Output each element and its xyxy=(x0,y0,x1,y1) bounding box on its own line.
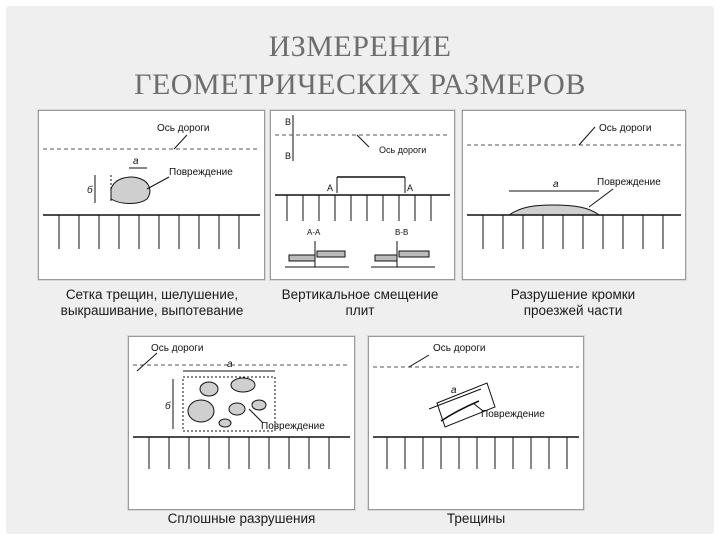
caption-line: Разрушение кромки xyxy=(510,287,636,302)
road-axis-leader xyxy=(136,352,158,372)
caption-slab-displacement: Вертикальное смещение плит xyxy=(260,287,460,319)
dim-a-label: а xyxy=(227,359,233,370)
caption-line: Вертикальное смещение xyxy=(281,287,439,302)
road-axis-label: Ось дороги xyxy=(599,123,652,134)
dim-a-label: а xyxy=(553,179,559,190)
road-axis-label: Ось дороги xyxy=(433,343,486,354)
slide-title: ИЗМЕРЕНИЕ ГЕОМЕТРИЧЕСКИХ РАЗМЕРОВ xyxy=(0,28,720,104)
scale-ticks xyxy=(148,437,330,469)
road-axis-label: Ось дороги xyxy=(379,145,426,155)
caption-cracks: Трещины xyxy=(446,511,506,526)
section-aa-drawing xyxy=(285,241,349,268)
road-axis-leader xyxy=(408,354,430,368)
section-bb-label: В-В xyxy=(395,228,408,237)
road-axis-label: Ось дороги xyxy=(157,123,210,134)
diagram-slab-displacement: В В Ось дороги А А А-А В-В xyxy=(275,115,450,268)
damage-area xyxy=(187,377,267,428)
mark-b-bottom: В xyxy=(285,151,291,161)
title-line-1: ИЗМЕРЕНИЕ xyxy=(268,30,452,63)
damage-label: Повреждение xyxy=(169,167,233,178)
damage-area xyxy=(110,176,151,204)
road-axis-leader xyxy=(173,134,188,150)
figure-panel-slab-displacement: В В Ось дороги А А А-А В-В xyxy=(270,110,455,280)
diagram-mesh-cracks: Ось дороги а б Повреждение xyxy=(43,123,260,249)
figure-panel-mesh-cracks: Ось дороги а б Повреждение xyxy=(38,110,265,280)
damage-leader xyxy=(248,408,264,424)
damage-bounds xyxy=(182,376,276,432)
damage-leader xyxy=(472,402,484,412)
caption-solid-failure: Сплошные разрушения xyxy=(167,511,316,526)
damage-leader xyxy=(146,176,170,190)
diagram-solid-failure: Ось дороги а б Повреждение xyxy=(133,343,350,469)
scale-ticks xyxy=(58,215,240,249)
section-bb-drawing xyxy=(371,241,435,268)
figure-panel-cracks: Ось дороги а Повреждение Трещины xyxy=(368,336,584,526)
scale-ticks xyxy=(482,215,664,249)
dim-b-label: б xyxy=(87,184,93,196)
title-line-2: ГЕОМЕТРИЧЕСКИХ РАЗМЕРОВ xyxy=(134,68,586,101)
caption-edge-failure: Разрушение кромки проезжей части xyxy=(468,287,678,319)
scale-ticks xyxy=(386,437,568,469)
crack-line xyxy=(440,400,480,422)
damage-area xyxy=(507,204,601,216)
diagram-edge-failure: Ось дороги а Повреждение xyxy=(467,123,681,249)
road-axis-leader xyxy=(578,126,596,146)
figure-panel-solid-failure: Ось дороги а б Повреждение Сплошные разр… xyxy=(128,336,355,526)
mark-a-right: А xyxy=(407,183,413,193)
dim-a-label: а xyxy=(451,385,457,396)
damage-leader xyxy=(588,188,614,208)
damage-label: Повреждение xyxy=(597,177,661,188)
caption-line: проезжей части xyxy=(523,303,623,318)
caption-line: плит xyxy=(345,303,375,318)
section-aa-label: А-А xyxy=(307,228,321,237)
damage-label: Повреждение xyxy=(481,409,545,420)
figure-panel-edge-failure: Ось дороги а Повреждение xyxy=(462,110,686,280)
diagram-cracks: Ось дороги а Повреждение xyxy=(373,343,579,469)
mark-b-top: В xyxy=(285,117,291,127)
scale-ticks xyxy=(286,195,432,221)
dim-b-label: б xyxy=(165,400,171,412)
caption-line: выкрашивание, выпотевание xyxy=(60,303,244,318)
damage-label: Повреждение xyxy=(261,421,325,432)
road-axis-label: Ось дороги xyxy=(151,343,204,354)
dim-a-label: а xyxy=(133,156,139,167)
caption-mesh-cracks: Сетка трещин, шелушение, выкрашивание, в… xyxy=(32,287,272,319)
road-axis-leader xyxy=(356,134,370,148)
mark-a-left: А xyxy=(327,183,333,193)
dim-a-line xyxy=(428,388,482,410)
caption-line: Сетка трещин, шелушение, xyxy=(65,287,239,302)
damage-bounds xyxy=(436,382,496,428)
